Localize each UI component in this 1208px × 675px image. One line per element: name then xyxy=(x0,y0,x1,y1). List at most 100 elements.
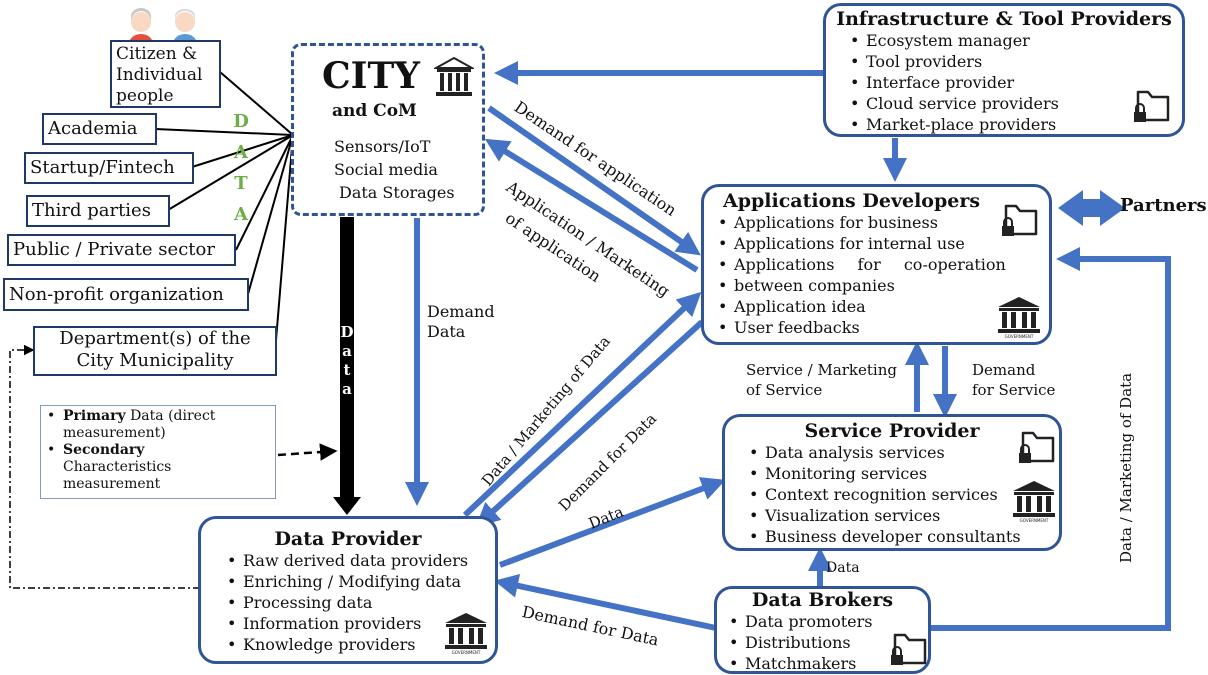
infra-item: Ecosystem manager xyxy=(850,30,1182,51)
data-vertical-label: D a t a xyxy=(340,323,354,399)
appdev-item: Applications for business xyxy=(718,212,1049,233)
source-department-label: Department(s) of the City Municipality xyxy=(59,328,251,371)
arrow-provider-service xyxy=(498,477,726,568)
secure-folder-icon xyxy=(891,633,927,665)
data-letters: D A T A xyxy=(233,106,249,230)
provider-item: Information providers xyxy=(227,613,495,634)
government-building-icon: GOVERNMENT xyxy=(445,613,487,655)
government-caption: GOVERNMENT xyxy=(452,650,481,655)
arrow-brokers-appdev xyxy=(930,247,1171,631)
source-lines xyxy=(154,71,294,341)
source-startup: Startup/Fintech xyxy=(24,152,194,184)
appdev-item: Application idea xyxy=(718,296,1049,317)
data-type-note: • Primary Data (direct measurement) • Se… xyxy=(40,405,276,499)
label-demand-data-2: Data xyxy=(427,322,466,341)
service-box: Service Provider Data analysis services … xyxy=(722,414,1062,551)
city-items: Sensors/IoT Social media Data Storages xyxy=(334,135,455,204)
arrow-app-marketing xyxy=(484,138,699,273)
service-item: Data analysis services xyxy=(749,442,1059,463)
note-primary-bold: Primary xyxy=(63,408,126,424)
arrow-demand-for-data xyxy=(475,319,705,528)
note-dashed xyxy=(277,443,338,461)
city-title: CITY xyxy=(322,55,420,97)
brokers-box: Data Brokers Data promoters Distribution… xyxy=(714,586,931,674)
label-demand-service: Demand for Service xyxy=(972,360,1055,400)
appdev-item: Applications for co-operation xyxy=(718,254,1049,275)
infra-item: Interface provider xyxy=(850,72,1182,93)
service-item: Business developer consultants xyxy=(749,526,1059,547)
note-secondary-text: Characteristics measurement xyxy=(63,459,172,492)
infra-item: Cloud service providers xyxy=(850,93,1182,114)
label-demand-service-1: Demand xyxy=(972,361,1036,379)
appdev-item: Applications for internal use xyxy=(718,233,1049,254)
government-building-icon: GOVERNMENT xyxy=(998,297,1040,339)
secure-folder-icon xyxy=(1002,204,1038,236)
source-nonprofit-label: Non-profit organization xyxy=(9,284,224,305)
data-vertical-letter: a xyxy=(342,380,352,398)
source-public-private-label: Public / Private sector xyxy=(13,239,215,260)
source-citizen: Citizen & Individual people xyxy=(110,40,221,108)
partners-label: Partners xyxy=(1120,195,1207,216)
data-letter: A xyxy=(234,142,248,163)
label-demand-service-2: for Service xyxy=(972,381,1056,399)
infra-box: Infrastructure & Tool Providers Ecosyste… xyxy=(823,3,1185,137)
data-letter: D xyxy=(233,111,249,132)
label-data-marketing-right: Data / Marketing of Data xyxy=(1117,372,1135,563)
brokers-title: Data Brokers xyxy=(751,589,894,611)
source-public-private: Public / Private sector xyxy=(7,234,236,266)
data-vertical-letter: D xyxy=(340,323,354,341)
provider-item: Enriching / Modifying data xyxy=(227,571,495,592)
government-building-icon: GOVERNMENT xyxy=(1013,481,1055,523)
data-letter: A xyxy=(234,204,248,225)
person-male-icon xyxy=(173,9,197,44)
note-primary-text: Data (direct measurement) xyxy=(63,408,216,441)
source-startup-label: Startup/Fintech xyxy=(30,157,175,178)
secure-folder-icon xyxy=(1019,431,1055,463)
note-secondary-bold: Secondary xyxy=(63,442,145,458)
city-subtitle: and CoM xyxy=(332,101,417,121)
infra-title: Infrastructure & Tool Providers xyxy=(836,8,1172,30)
government-caption: GOVERNMENT xyxy=(1005,334,1034,339)
provider-title: Data Provider xyxy=(274,528,422,550)
source-academia-label: Academia xyxy=(48,118,138,139)
provider-item: Knowledge providers xyxy=(227,634,495,655)
feedback-dashdot xyxy=(9,344,200,589)
provider-item: Processing data xyxy=(227,592,495,613)
city-item: Sensors/IoT xyxy=(334,137,431,156)
appdev-title: Applications Developers xyxy=(722,190,981,212)
data-letter: T xyxy=(234,173,248,194)
city-item: Data Storages xyxy=(339,183,455,202)
source-citizen-label: Citizen & Individual people xyxy=(116,44,203,106)
data-vertical-letter: a xyxy=(342,342,352,360)
service-item: Monitoring services xyxy=(749,463,1059,484)
appdev-item-cont: between companies xyxy=(718,275,1049,296)
arrow-brokers-provider xyxy=(494,574,717,631)
note-secondary: • Secondary Characteristics measurement xyxy=(47,442,172,492)
secure-folder-icon xyxy=(1134,90,1170,122)
brokers-item: Distributions xyxy=(729,632,928,653)
service-title: Service Provider xyxy=(804,420,980,442)
service-item: Context recognition services xyxy=(749,484,1059,505)
label-service-marketing-2: of Service xyxy=(746,381,823,399)
government-building-icon xyxy=(434,56,474,96)
label-demand-data: Demand Data xyxy=(427,302,495,342)
city-item: Social media xyxy=(334,160,438,179)
label-service-marketing: Service / Marketing of Service xyxy=(746,360,897,400)
data-vertical-letter: t xyxy=(343,361,351,379)
note-primary: • Primary Data (direct measurement) xyxy=(47,408,216,441)
appdev-item-cont-text: between companies xyxy=(734,276,895,295)
partners-double-arrow xyxy=(1058,190,1125,226)
arrow-data-marketing xyxy=(462,291,702,518)
government-caption: GOVERNMENT xyxy=(1020,518,1049,523)
source-department: Department(s) of the City Municipality xyxy=(33,326,277,376)
service-item: Visualization services xyxy=(749,505,1059,526)
brokers-item: Matchmakers xyxy=(729,653,928,674)
appdev-box: Applications Developers Applications for… xyxy=(701,184,1052,345)
label-service-marketing-1: Service / Marketing xyxy=(746,361,897,379)
label-demand-data-1: Demand xyxy=(427,302,495,321)
infra-item: Market-place providers xyxy=(850,114,1182,135)
source-third-parties-label: Third parties xyxy=(32,200,151,221)
infra-item: Tool providers xyxy=(850,51,1182,72)
